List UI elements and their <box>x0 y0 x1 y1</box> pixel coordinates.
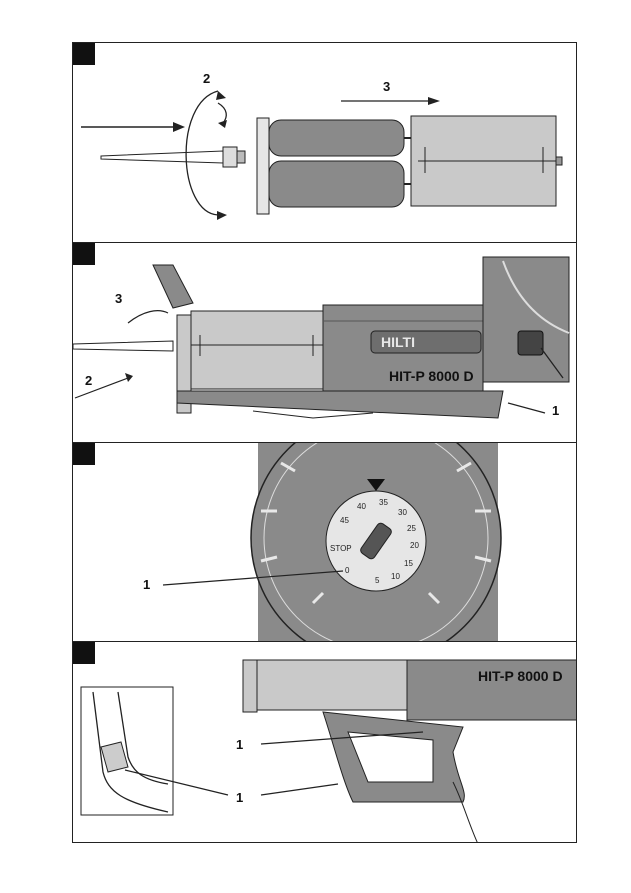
callout-lower: 1 <box>236 790 243 805</box>
model-name: HIT-P 8000 D <box>478 668 563 684</box>
callout-1: 1 <box>552 403 559 418</box>
step-2-illustration: 3 2 HILTI HIT-P 8000 D 1 <box>73 256 570 419</box>
svg-text:5: 5 <box>375 576 380 585</box>
step-4-panel: HIT-P 8000 D 1 1 <box>72 641 577 843</box>
step-2-panel: 3 2 HILTI HIT-P 8000 D 1 <box>72 242 577 443</box>
step-number-badge <box>73 243 95 265</box>
svg-text:0: 0 <box>345 566 350 575</box>
step-1-panel: 2 3 <box>72 42 577 243</box>
label-left-upper: 3 <box>115 291 122 306</box>
step-number-badge <box>73 443 95 465</box>
svg-text:STOP: STOP <box>330 544 352 553</box>
svg-text:25: 25 <box>407 524 416 533</box>
svg-text:20: 20 <box>410 541 419 550</box>
step-number-badge <box>73 43 95 65</box>
label-rotate: 2 <box>203 71 210 86</box>
dial-scale: 45 40 35 30 25 20 15 10 5 0 STOP <box>330 498 419 585</box>
step-number-badge <box>73 642 95 664</box>
svg-text:35: 35 <box>379 498 388 507</box>
label-slide: 3 <box>383 79 390 94</box>
svg-text:45: 45 <box>340 516 349 525</box>
svg-text:40: 40 <box>357 502 366 511</box>
model-name: HIT-P 8000 D <box>389 368 474 384</box>
step-4-illustration: HIT-P 8000 D 1 1 <box>80 659 576 842</box>
svg-text:15: 15 <box>404 559 413 568</box>
step-3-panel: 45 40 35 30 25 20 15 10 5 0 STOP 1 <box>72 442 577 642</box>
svg-text:HILTI: HILTI <box>381 334 415 350</box>
svg-text:30: 30 <box>398 508 407 517</box>
label-left-lower: 2 <box>85 373 92 388</box>
svg-text:10: 10 <box>391 572 400 581</box>
step-1-illustration: 2 3 <box>81 71 563 220</box>
callout-1: 1 <box>143 577 150 592</box>
callout-upper: 1 <box>236 737 243 752</box>
step-3-illustration: 45 40 35 30 25 20 15 10 5 0 STOP 1 <box>143 443 502 641</box>
